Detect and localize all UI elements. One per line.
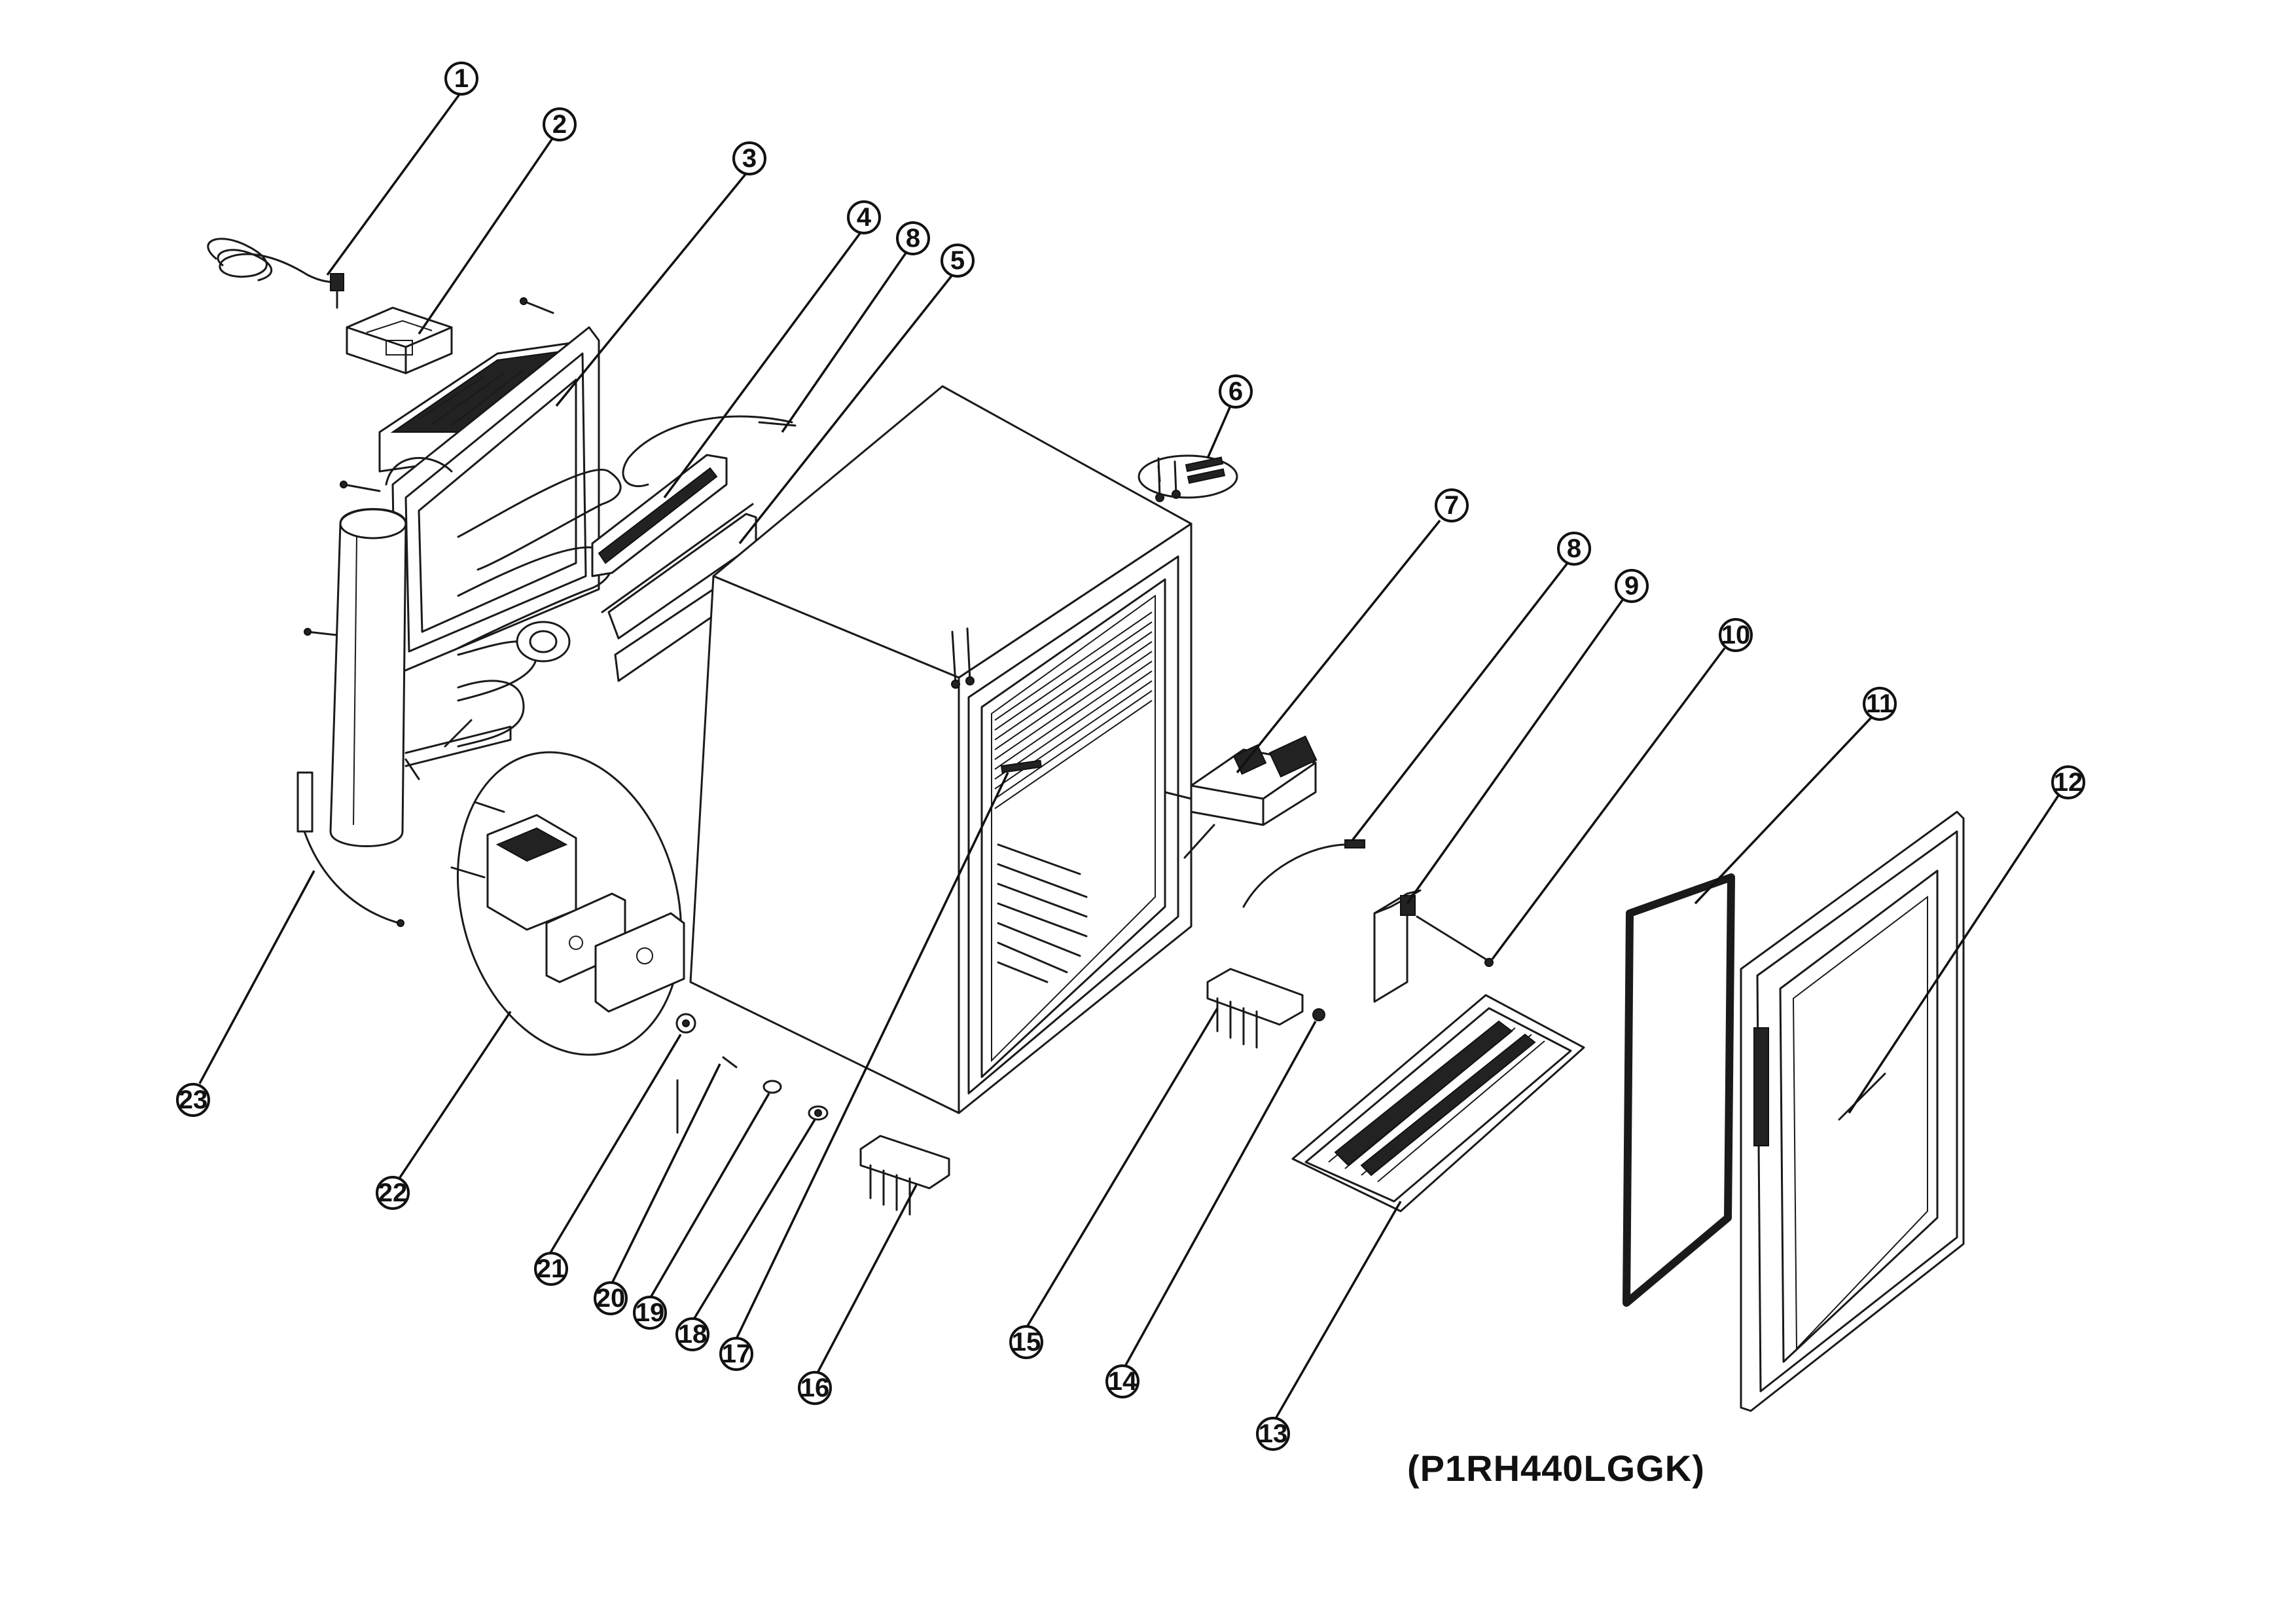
callout-number: 17 <box>722 1340 751 1368</box>
callout: 11 <box>1863 687 1897 721</box>
callout-circle <box>1615 569 1649 603</box>
callout-number: 2 <box>552 110 567 139</box>
callout-number: 18 <box>678 1320 708 1349</box>
glass-door <box>1740 811 1965 1412</box>
cooling-unit-assembly <box>304 297 622 847</box>
callout-number: 7 <box>1444 491 1459 520</box>
callout-number: 15 <box>1012 1328 1041 1357</box>
callout: 8 <box>896 221 930 255</box>
bottom-hinge <box>859 1135 950 1216</box>
callout-number: 19 <box>636 1298 665 1327</box>
sensor-probe <box>1242 839 1365 908</box>
callout: 7 <box>1435 488 1469 522</box>
callout-circle <box>1256 1417 1290 1451</box>
model-number-label: (P1RH440LGGK) <box>1407 1448 1705 1489</box>
callout-number: 8 <box>1567 534 1581 563</box>
callout: 5 <box>941 244 975 278</box>
callout-circle <box>543 107 577 141</box>
callout-circle <box>798 1371 832 1405</box>
callout-number: 8 <box>906 224 920 253</box>
callout: 1 <box>444 62 478 96</box>
callout: 14 <box>1105 1364 1139 1398</box>
power-lead-wire <box>296 771 404 927</box>
callout-number: 9 <box>1624 572 1639 600</box>
callout-circle <box>896 221 930 255</box>
callout-circle <box>1105 1364 1139 1398</box>
callout: 3 <box>732 141 766 175</box>
callout-number: 14 <box>1108 1367 1138 1396</box>
leader-lines <box>198 90 2060 1418</box>
callout: 2 <box>543 107 577 141</box>
callout-number: 12 <box>2054 768 2083 797</box>
callout: 12 <box>2051 765 2085 799</box>
callout-circle <box>1557 532 1591 566</box>
callout-number: 22 <box>378 1178 408 1207</box>
callout-circle <box>1863 687 1897 721</box>
door-gasket <box>1623 873 1735 1307</box>
callout: 22 <box>376 1176 410 1210</box>
callout: 20 <box>594 1281 628 1315</box>
callout: 8 <box>1557 532 1591 566</box>
callout-number: 21 <box>537 1254 566 1283</box>
callout-number: 10 <box>1721 621 1751 649</box>
callout-circle <box>534 1252 568 1286</box>
cabinet <box>689 385 1193 1114</box>
callout: 19 <box>633 1296 667 1330</box>
callout-circle <box>444 62 478 96</box>
callout: 18 <box>675 1317 709 1351</box>
callout: 16 <box>798 1371 832 1405</box>
callout: 6 <box>1219 374 1253 409</box>
lower-hinge-plate <box>1206 968 1325 1049</box>
callout: 15 <box>1009 1325 1043 1359</box>
callout-number: 11 <box>1866 689 1893 718</box>
small-fasteners <box>675 1013 829 1134</box>
callout: 21 <box>534 1252 568 1286</box>
callout-number: 13 <box>1259 1419 1288 1448</box>
callout: 13 <box>1256 1417 1290 1451</box>
evaporator-assembly <box>591 415 797 682</box>
callout-circle <box>1009 1325 1043 1359</box>
callout-number: 1 <box>454 64 469 93</box>
callout-circle <box>2051 765 2085 799</box>
callout-circle <box>376 1176 410 1210</box>
callout-number: 5 <box>950 246 965 275</box>
callout: 23 <box>176 1083 210 1117</box>
callout: 10 <box>1719 618 1753 652</box>
callout-number: 20 <box>596 1284 626 1313</box>
callout: 4 <box>847 200 881 234</box>
callout: 17 <box>719 1337 753 1371</box>
callout-circle <box>1435 488 1469 522</box>
callout-number: 3 <box>742 144 757 173</box>
junction-box <box>346 306 453 374</box>
callout-circle <box>1219 374 1253 409</box>
callout-circle <box>675 1317 709 1351</box>
callout-number: 23 <box>179 1085 208 1114</box>
callout-circle <box>719 1337 753 1371</box>
callout-circle <box>633 1296 667 1330</box>
control-board-group <box>450 751 685 1056</box>
callout-circle <box>941 244 975 278</box>
callout-circle <box>1719 618 1753 652</box>
callout-number: 16 <box>800 1374 830 1402</box>
callout-circle <box>594 1281 628 1315</box>
callout-circle <box>176 1083 210 1117</box>
callout-number: 4 <box>857 203 872 232</box>
power-cord <box>207 238 344 309</box>
wire-shelf <box>1291 994 1585 1213</box>
callout-circle <box>732 141 766 175</box>
callout-number: 6 <box>1229 377 1243 406</box>
callout-circle <box>847 200 881 234</box>
top-hinge-group <box>1138 454 1238 499</box>
callout: 9 <box>1615 569 1649 603</box>
light-assembly <box>1373 889 1494 1003</box>
